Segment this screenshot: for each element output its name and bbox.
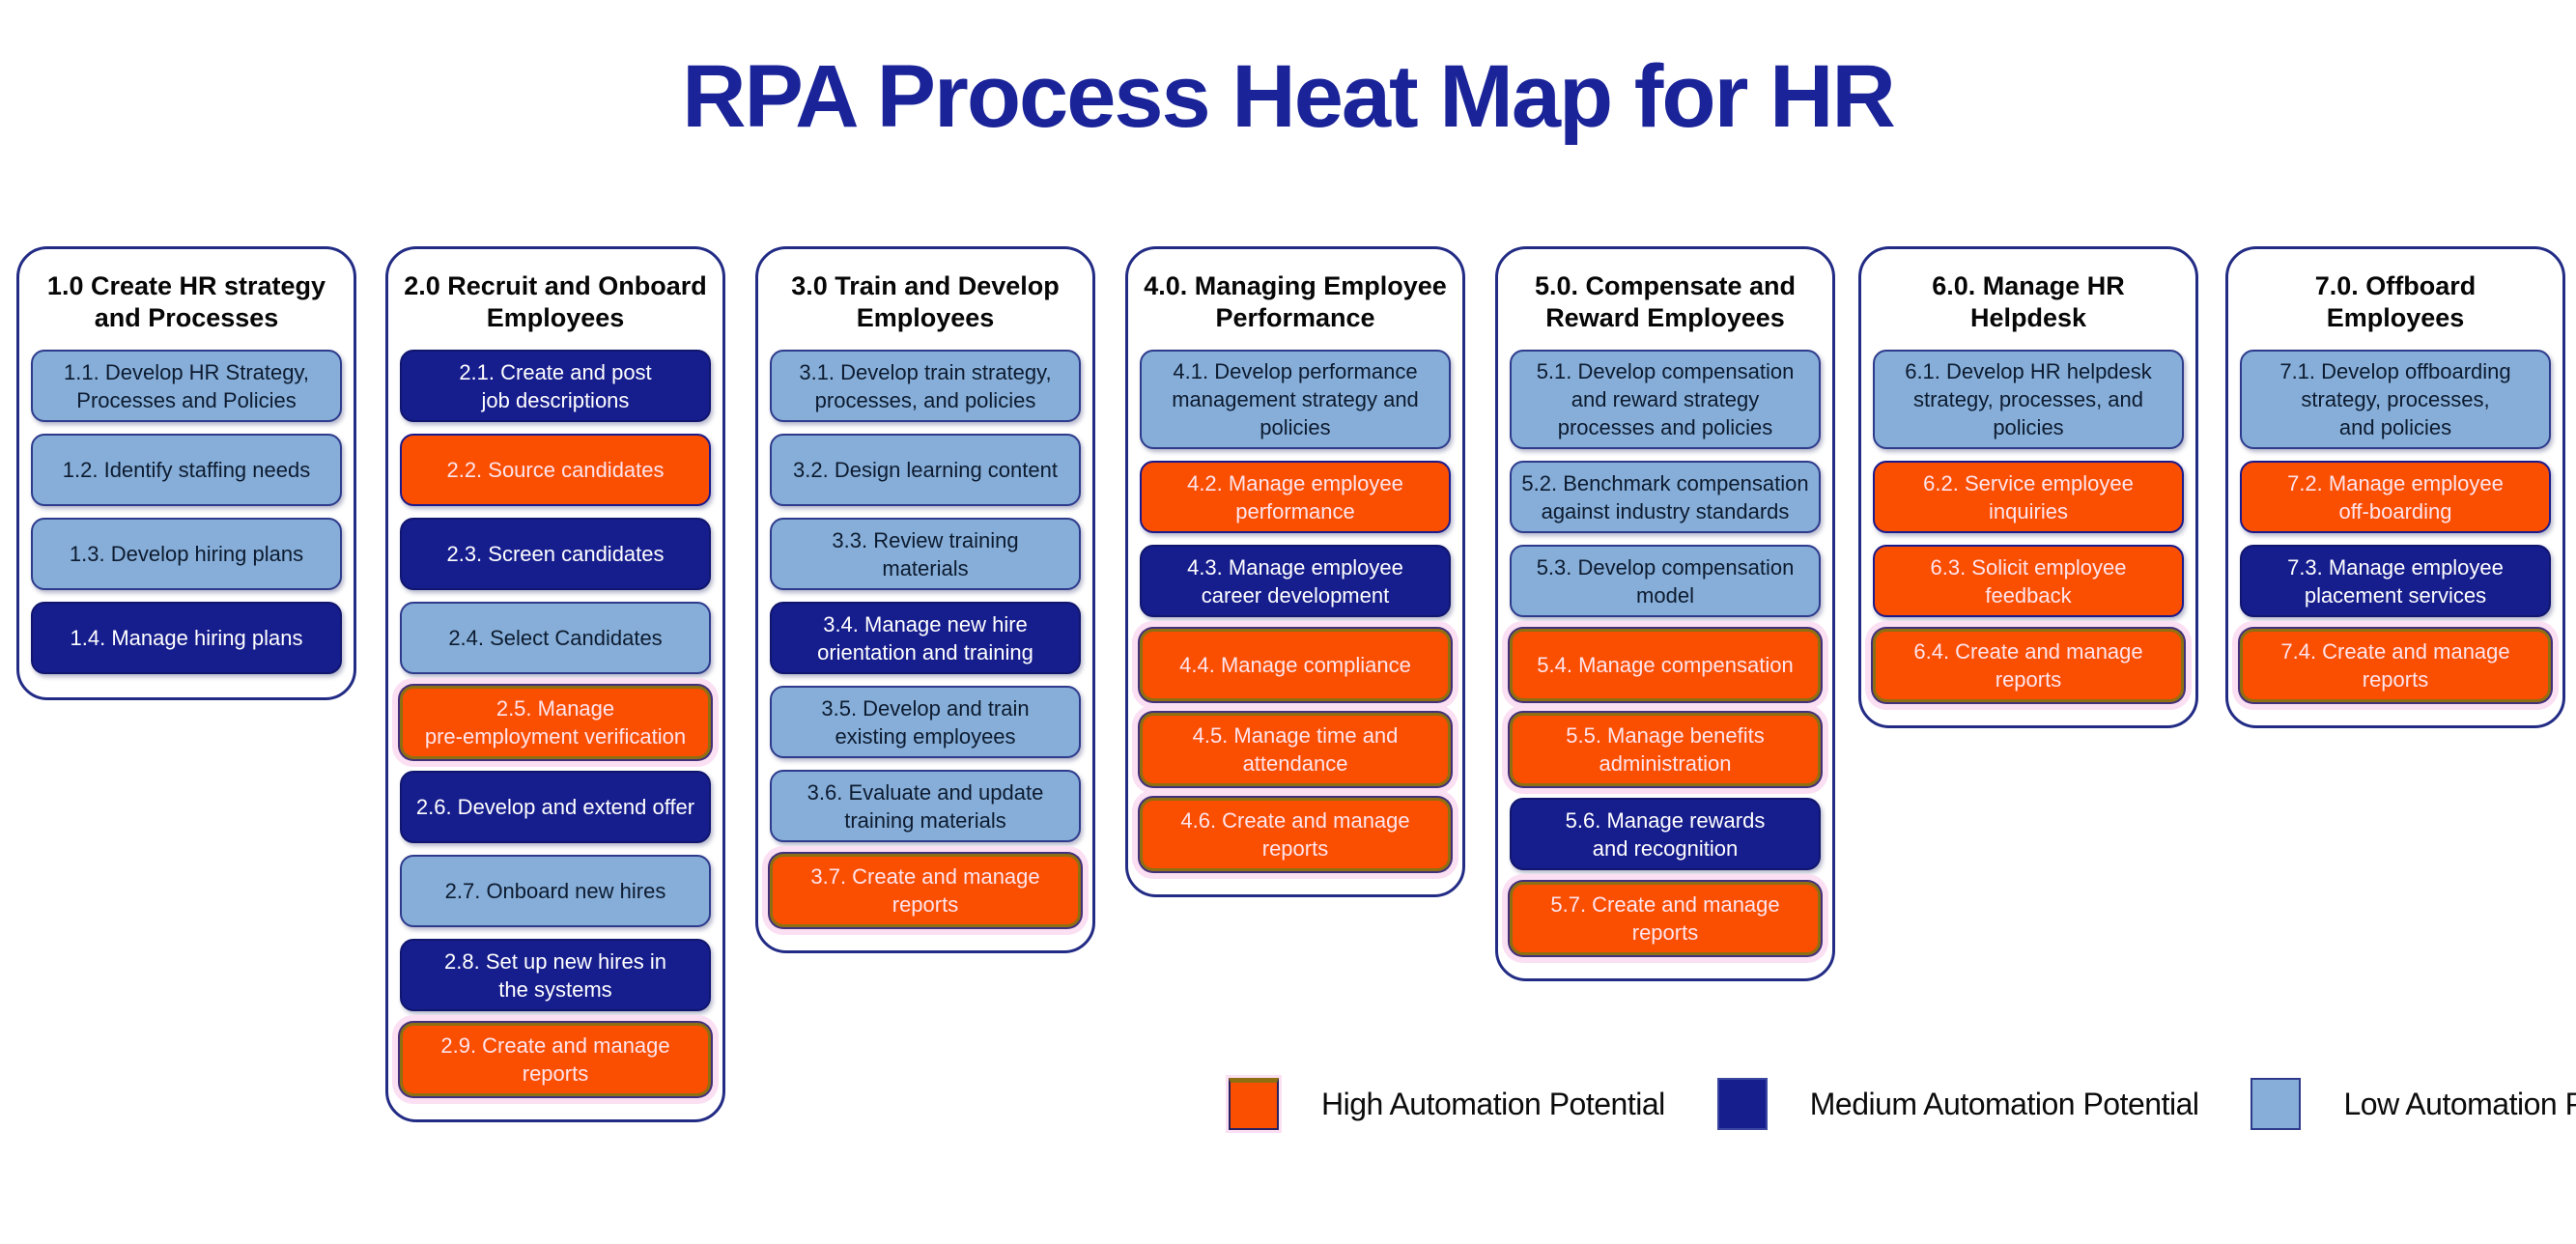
process-box-6-1: 6.1. Develop HR helpdesk strategy, proce…: [1873, 350, 2184, 449]
process-group-3: 3.0 Train and Develop Employees 3.1. Deve…: [755, 246, 1095, 953]
process-box-5-7: 5.7. Create and manage reports: [1510, 882, 1821, 955]
process-box-1-4: 1.4. Manage hiring plans: [31, 602, 342, 674]
process-box-4-2: 4.2. Manage employee performance: [1140, 461, 1451, 533]
process-box-2-3: 2.3. Screen candidates: [400, 518, 711, 590]
process-group-title-7: 7.0. Offboard Employees: [2314, 271, 2477, 332]
process-group-title-3: 3.0 Train and Develop Employees: [791, 271, 1060, 332]
process-group-6: 6.0. Manage HR Helpdesk 6.1. Develop HR h…: [1858, 246, 2198, 728]
process-group-title-6: 6.0. Manage HR Helpdesk: [1932, 271, 2125, 332]
process-box-2-6: 2.6. Develop and extend offer: [400, 771, 711, 843]
process-box-2-1: 2.1. Create and post job descriptions: [400, 350, 711, 422]
legend-item-medium: Medium Automation Potential: [1716, 1078, 2199, 1130]
legend-swatch-high: [1229, 1078, 1279, 1130]
legend-label-high: High Automation Potential: [1321, 1086, 1665, 1121]
legend-item-low: Low Automation Potential: [2250, 1078, 2576, 1130]
process-box-3-3: 3.3. Review training materials: [770, 518, 1081, 590]
process-box-5-5: 5.5. Manage benefits administration: [1510, 713, 1821, 786]
process-group-title-5: 5.0. Compensate and Reward Employees: [1534, 271, 1797, 332]
process-box-6-2: 6.2. Service employee inquiries: [1873, 461, 2184, 533]
process-box-2-8: 2.8. Set up new hires in the systems: [400, 939, 711, 1011]
process-box-5-1: 5.1. Develop compensation and reward str…: [1510, 350, 1821, 449]
legend-label-low: Low Automation Potential: [2343, 1086, 2576, 1121]
process-box-3-5: 3.5. Develop and train existing employee…: [770, 686, 1081, 758]
process-box-2-2: 2.2. Source candidates: [400, 434, 711, 506]
process-box-3-4: 3.4. Manage new hire orientation and tra…: [770, 602, 1081, 674]
process-box-6-4: 6.4. Create and manage reports: [1873, 629, 2184, 702]
process-group-5: 5.0. Compensate and Reward Employees 5.1.…: [1495, 246, 1835, 981]
process-box-3-2: 3.2. Design learning content: [770, 434, 1081, 506]
process-box-1-2: 1.2. Identify staffing needs: [31, 434, 342, 506]
legend-item-high: High Automation Potential: [1229, 1078, 1665, 1130]
process-box-5-4: 5.4. Manage compensation: [1510, 629, 1821, 701]
process-group-4: 4.0. Managing Employee Performance 4.1. D…: [1125, 246, 1465, 897]
process-box-3-6: 3.6. Evaluate and update training materi…: [770, 770, 1081, 842]
process-box-3-7: 3.7. Create and manage reports: [770, 854, 1081, 927]
process-box-2-5: 2.5. Manage pre-employment verification: [400, 686, 711, 759]
process-box-4-3: 4.3. Manage employee career development: [1140, 545, 1451, 617]
legend-swatch-medium: [1716, 1078, 1768, 1130]
process-group-7: 7.0. Offboard Employees 7.1. Develop offb…: [2225, 246, 2565, 728]
process-box-2-4: 2.4. Select Candidates: [400, 602, 711, 674]
process-group-title-1: 1.0 Create HR strategy and Processes: [46, 271, 326, 332]
process-group-title-2: 2.0 Recruit and Onboard Employees: [404, 271, 707, 332]
process-box-5-2: 5.2. Benchmark compensation against indu…: [1510, 461, 1821, 533]
process-box-1-1: 1.1. Develop HR Strategy, Processes and …: [31, 350, 342, 422]
legend: High Automation Potential Medium Automati…: [1229, 1078, 2576, 1130]
process-box-7-1: 7.1. Develop offboarding strategy, proce…: [2240, 350, 2551, 449]
process-box-1-3: 1.3. Develop hiring plans: [31, 518, 342, 590]
process-box-4-6: 4.6. Create and manage reports: [1140, 798, 1451, 871]
process-box-5-3: 5.3. Develop compensation model: [1510, 545, 1821, 617]
process-box-3-1: 3.1. Develop train strategy, processes, …: [770, 350, 1081, 422]
process-box-2-7: 2.7. Onboard new hires: [400, 855, 711, 927]
process-box-2-9: 2.9. Create and manage reports: [400, 1023, 711, 1096]
process-box-4-4: 4.4. Manage compliance: [1140, 629, 1451, 701]
process-box-6-3: 6.3. Solicit employee feedback: [1873, 545, 2184, 617]
process-box-4-5: 4.5. Manage time and attendance: [1140, 713, 1451, 786]
page-title: RPA Process Heat Map for HR: [682, 47, 1896, 146]
process-box-7-4: 7.4. Create and manage reports: [2240, 629, 2551, 702]
process-group-2: 2.0 Recruit and Onboard Employees 2.1. Cr…: [385, 246, 725, 1122]
legend-label-medium: Medium Automation Potential: [1809, 1086, 2199, 1121]
process-group-title-4: 4.0. Managing Employee Performance: [1144, 271, 1447, 332]
process-box-5-6: 5.6. Manage rewards and recognition: [1510, 798, 1821, 870]
legend-swatch-low: [2250, 1078, 2302, 1130]
process-group-1: 1.0 Create HR strategy and Processes 1.1.…: [16, 246, 356, 700]
process-box-4-1: 4.1. Develop performance management stra…: [1140, 350, 1451, 449]
process-box-7-3: 7.3. Manage employee placement services: [2240, 545, 2551, 617]
process-box-7-2: 7.2. Manage employee off-boarding: [2240, 461, 2551, 533]
